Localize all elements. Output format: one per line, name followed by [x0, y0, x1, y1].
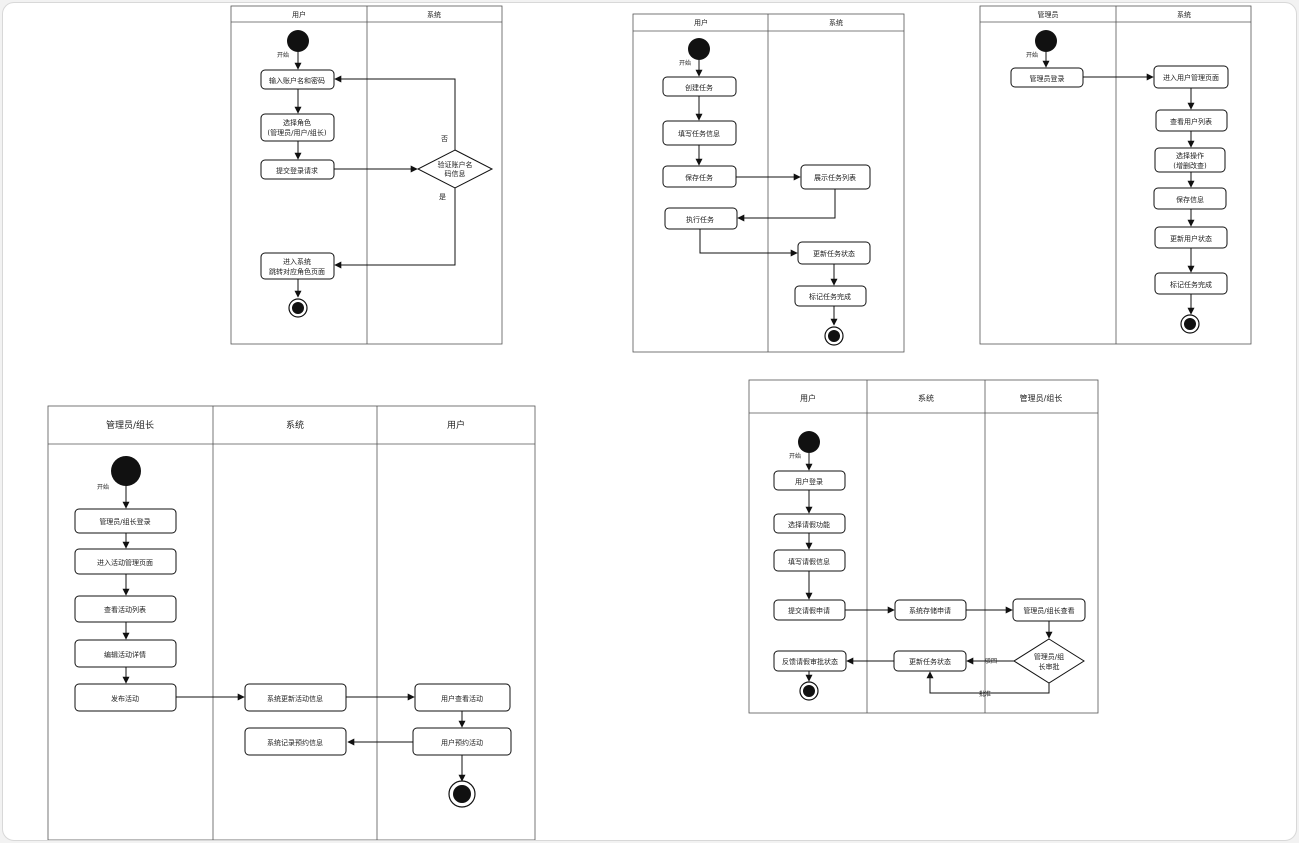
action-label: 选择角色	[283, 118, 311, 127]
action-label: 编辑活动详情	[104, 650, 146, 659]
action-label: 发布活动	[111, 694, 139, 703]
lane-header: 用户	[447, 419, 465, 431]
decision-label: 码信息	[445, 169, 466, 178]
decision-label: 验证账户名	[438, 160, 473, 169]
action-label: 用户预约活动	[441, 738, 483, 747]
start-label: 开始	[789, 452, 801, 460]
edge-label-yes: 是	[439, 193, 446, 201]
action-label: 管理员登录	[1030, 74, 1065, 83]
edge-label-no: 否	[441, 135, 448, 143]
action-node	[794, 285, 867, 307]
action-label: 填写请假信息	[788, 557, 830, 566]
action-label: 反馈请假审批状态	[782, 657, 838, 666]
action-node	[664, 207, 738, 230]
start-node	[688, 38, 710, 60]
diagram-apply: 用户 系统 管理员/组长 开始 用户登录 选择请假功能 填写请假信息 提交请假申…	[748, 379, 1099, 714]
action-label: 系统存储申请	[909, 606, 951, 615]
action-label: 系统记录预约信息	[267, 738, 323, 747]
action-label: (增删改查)	[1173, 161, 1207, 170]
lane-header: 用户	[694, 18, 708, 27]
action-label: 填写任务信息	[678, 129, 720, 138]
action-label: 输入账户名和密码	[269, 76, 325, 85]
action-label: 进入用户管理页面	[1163, 73, 1219, 82]
action-node	[244, 727, 347, 756]
action-label: 更新任务状态	[909, 657, 951, 666]
start-node	[287, 30, 309, 52]
diagram-activity: 管理员/组长 系统 用户 开始 管理员/组长登录 进入活动管理页面 查看活动列表…	[47, 405, 536, 840]
action-node	[1154, 147, 1226, 173]
decision-label: 管理员/组	[1034, 652, 1064, 661]
decision-label: 长审批	[1039, 662, 1060, 671]
action-label: 管理员/组长登录	[99, 517, 150, 526]
start-node	[111, 456, 141, 486]
action-label: 创建任务	[685, 83, 713, 92]
lane-header: 系统	[427, 10, 441, 19]
action-label: 保存信息	[1176, 195, 1204, 204]
action-label: 标记任务完成	[1170, 280, 1212, 289]
action-label: 选择请假功能	[788, 520, 830, 529]
lane-header: 系统	[829, 18, 843, 27]
edge-label-reject: 驳回	[985, 657, 997, 665]
action-label: 系统更新活动信息	[267, 694, 323, 703]
lane-header: 管理员/组长	[1020, 393, 1063, 403]
action-label: 进入系统	[283, 257, 311, 266]
action-label: 选择操作	[1176, 151, 1204, 160]
action-label: 进入活动管理页面	[97, 558, 153, 567]
start-label: 开始	[679, 59, 691, 67]
action-label: 跳转对应角色页面	[269, 267, 325, 276]
action-node	[1153, 187, 1227, 210]
lane-header: 系统	[286, 419, 304, 431]
lane-header: 用户	[800, 393, 816, 403]
start-node	[1035, 30, 1057, 52]
lane-header: 管理员/组长	[106, 419, 154, 431]
action-label: 更新任务状态	[813, 249, 855, 258]
start-node	[798, 431, 820, 453]
diagram-login: 用户 系统 开始 输入账户名和密码 选择角色 (管理员/用户/组长) 提交登录请…	[230, 5, 503, 345]
lane-header: 系统	[1177, 10, 1191, 19]
action-label: 更新用户状态	[1170, 234, 1212, 243]
action-label: 执行任务	[686, 215, 714, 224]
action-label: 展示任务列表	[814, 173, 856, 182]
start-label: 开始	[277, 51, 289, 59]
edge-label-approve: 批准	[979, 690, 991, 698]
activity-diagrams: 用户 系统 开始 输入账户名和密码 选择角色 (管理员/用户/组长) 提交登录请…	[47, 5, 1252, 840]
action-node	[773, 650, 847, 672]
start-label: 开始	[97, 483, 109, 491]
action-label: 用户查看活动	[441, 694, 483, 703]
lane-header: 用户	[292, 10, 306, 19]
diagram-admin-user: 管理员 系统 开始 管理员登录 进入用户管理页面 查看用户列表 选择操作 (增删…	[979, 5, 1252, 345]
start-label: 开始	[1026, 51, 1038, 59]
action-label: (管理员/用户/组长)	[267, 128, 326, 137]
action-label: 查看用户列表	[1170, 117, 1212, 126]
action-label: 提交登录请求	[276, 166, 318, 175]
action-label: 查看活动列表	[104, 605, 146, 614]
action-label: 管理员/组长查看	[1023, 606, 1074, 615]
lane-header: 管理员	[1038, 10, 1059, 19]
lane-header: 系统	[918, 393, 934, 403]
action-label: 保存任务	[685, 173, 713, 182]
diagram-task: 用户 系统 开始 创建任务 填写任务信息 保存任务 展示任务列表 执行任务 更新…	[632, 13, 905, 353]
action-label: 标记任务完成	[809, 292, 851, 301]
action-label: 用户登录	[795, 477, 823, 486]
action-label: 提交请假申请	[788, 606, 830, 615]
